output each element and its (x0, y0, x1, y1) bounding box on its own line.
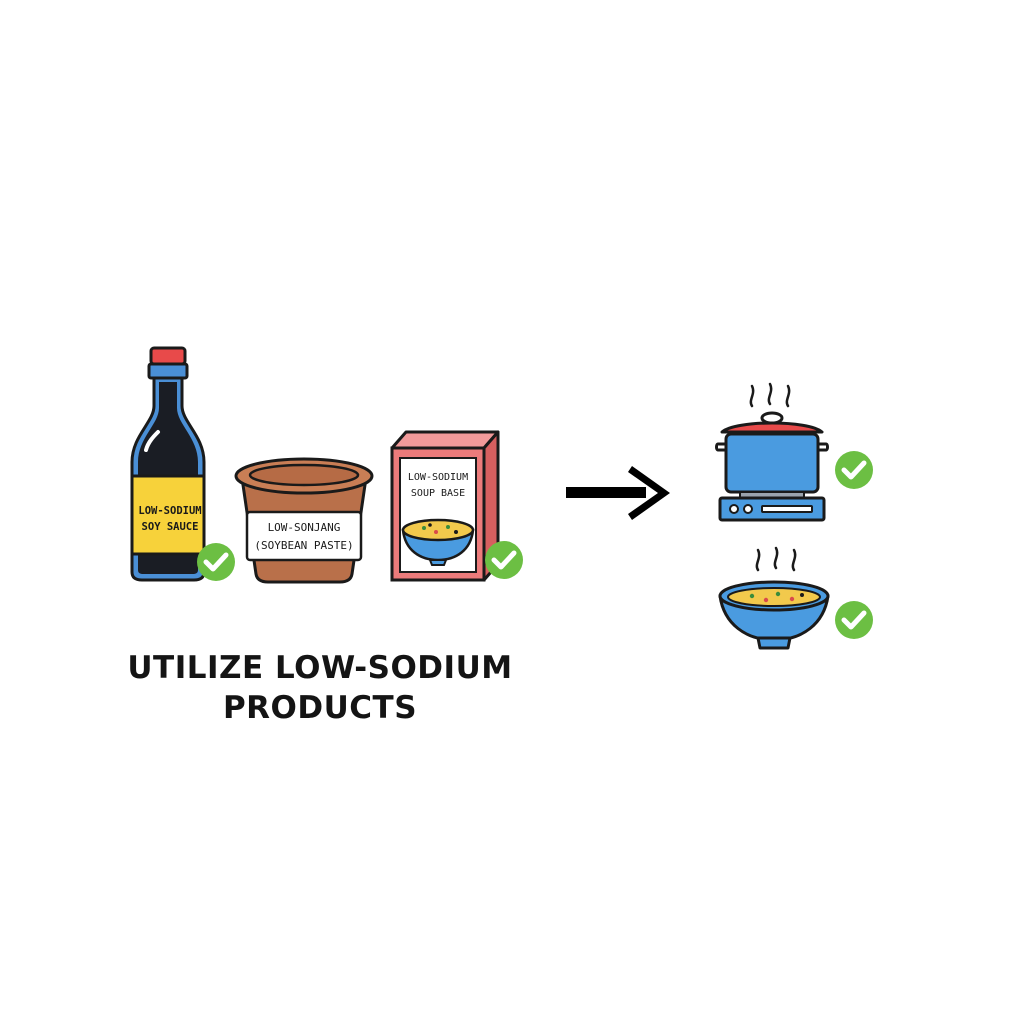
soybean-paste-label-line1: LOW-SONJANG (267, 521, 341, 534)
arrow-right-icon (566, 466, 670, 520)
soup-bowl-icon (718, 546, 830, 650)
steam-icon (755, 546, 797, 572)
checkmark-icon (485, 541, 523, 579)
checkmark-icon (835, 451, 873, 489)
caption-line2: PRODUCTS (222, 690, 418, 726)
soy-sauce-label-line2: SOY SAUCE (141, 521, 199, 533)
caption: UTILIZE LOW-SODIUM PRODUCTS (110, 648, 530, 728)
soup-base-label-line1: LOW-SODIUM (407, 472, 469, 483)
checkmark-icon (835, 601, 873, 639)
checkmark-icon (197, 543, 235, 581)
soybean-paste-label-line2: (SOYBEAN PASTE) (254, 539, 354, 552)
caption-line1: UTILIZE LOW-SODIUM (127, 650, 513, 686)
pot-on-stove-icon (715, 382, 829, 522)
soup-base-label-line2: SOUP BASE (410, 488, 466, 499)
soy-sauce-bottle-icon (130, 346, 206, 582)
soy-sauce-label-line1: LOW-SODIUM (138, 505, 202, 517)
soup-base-box-icon (390, 430, 500, 582)
soybean-paste-tub-icon (234, 457, 374, 584)
steam-icon (749, 382, 791, 408)
box-soup-bowl-icon (401, 518, 475, 566)
